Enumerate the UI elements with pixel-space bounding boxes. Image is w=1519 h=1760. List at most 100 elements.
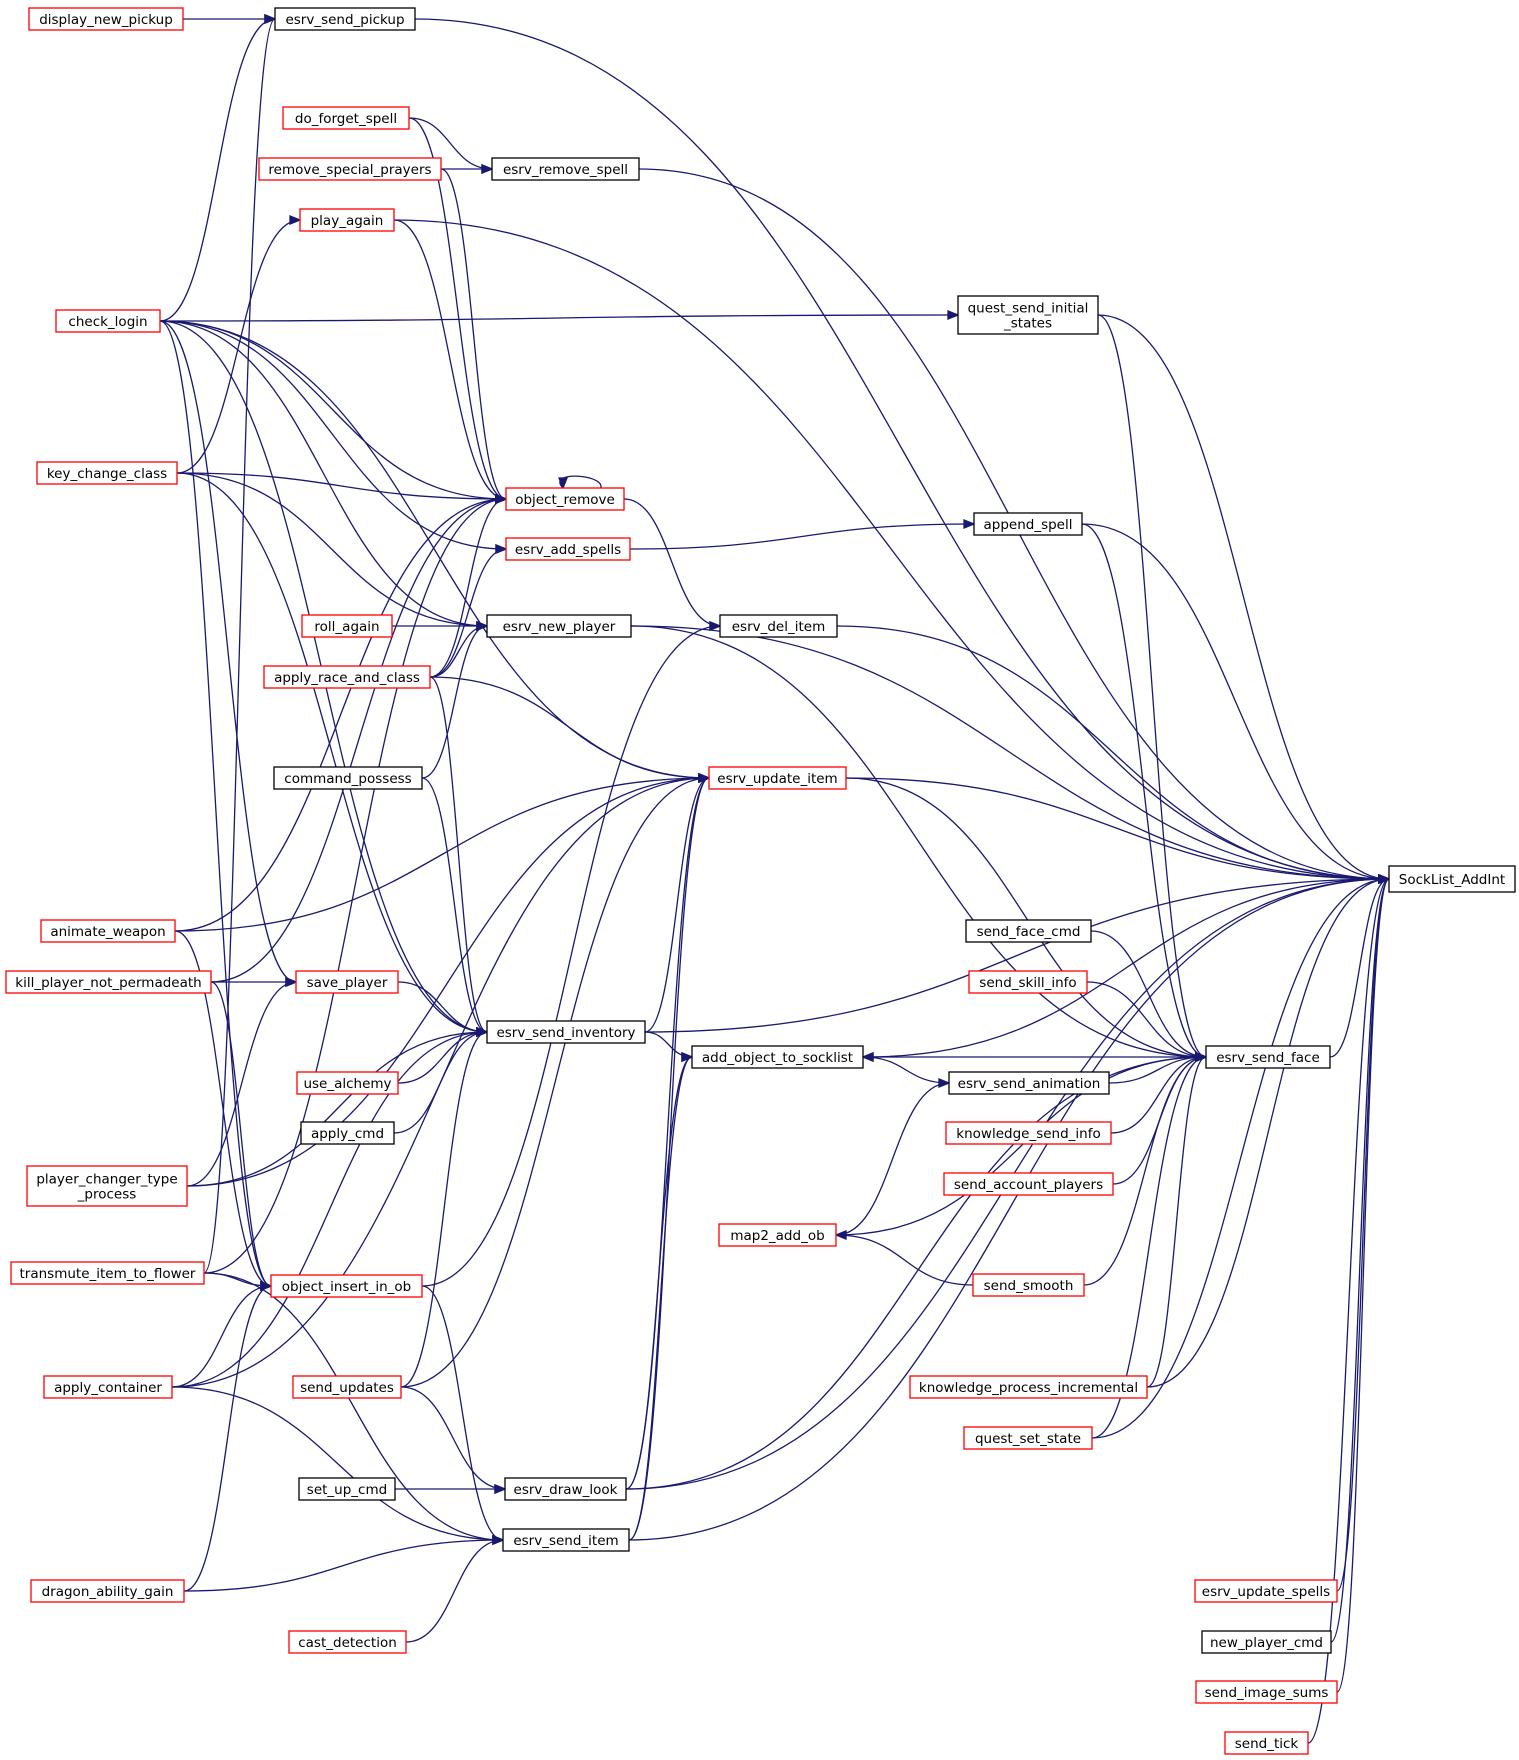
node-label: quest_send_initial: [968, 301, 1089, 317]
edge-remove_special_prayers-to-esrv_remove_spell: [440, 164, 494, 174]
node-command-possess[interactable]: command_possess: [273, 766, 423, 790]
edge-line: [1097, 314, 1207, 1058]
edge-line: [1086, 981, 1207, 1058]
node-key-change-class[interactable]: key_change_class: [36, 461, 178, 485]
node-esrv-send-inventory[interactable]: esrv_send_inventory: [486, 1020, 646, 1044]
node-label: set_up_cmd: [307, 1482, 387, 1498]
node-player-changer-type-process[interactable]: player_changer_type_process: [26, 1165, 188, 1207]
node-esrv-new-player[interactable]: esrv_new_player: [486, 614, 632, 638]
node-esrv-draw-look[interactable]: esrv_draw_look: [504, 1477, 627, 1501]
node-add-object-to-socklist[interactable]: add_object_to_socklist: [691, 1045, 864, 1069]
node-animate-weapon[interactable]: animate_weapon: [40, 919, 176, 943]
edge-line: [628, 1056, 693, 1541]
node-box: [963, 1426, 1093, 1450]
node-esrv-send-pickup[interactable]: esrv_send_pickup: [274, 7, 416, 31]
node-remove-special-prayers[interactable]: remove_special_prayers: [258, 157, 442, 181]
node-box: [965, 919, 1092, 943]
node-esrv-update-item[interactable]: esrv_update_item: [708, 766, 847, 790]
edge-arrowhead: [834, 1230, 847, 1240]
node-quest-set-state[interactable]: quest_set_state: [963, 1426, 1093, 1450]
edge-line: [159, 320, 488, 627]
edge-arrowhead: [947, 310, 960, 320]
node-check-login[interactable]: check_login: [55, 309, 161, 333]
edge-arrowhead: [1195, 1052, 1208, 1062]
edge-line: [1329, 878, 1390, 1058]
node-send-tick[interactable]: send_tick: [1224, 1731, 1309, 1755]
node-send-skill-info[interactable]: send_skill_info: [968, 970, 1088, 994]
node-esrv-add-spells[interactable]: esrv_add_spells: [505, 537, 631, 561]
node-cast-detection[interactable]: cast_detection: [288, 1630, 407, 1654]
edge-map2_add_ob-to-esrv_send_animation: [835, 1078, 951, 1236]
edge-arrowhead: [264, 14, 277, 24]
node-box: [282, 106, 410, 130]
node-apply-container[interactable]: apply_container: [43, 1375, 173, 1399]
node-label: send_face_cmd: [977, 924, 1081, 940]
node-send-account-players[interactable]: send_account_players: [943, 1172, 1114, 1196]
node-label: remove_special_prayers: [268, 162, 431, 178]
node-use-alchemy[interactable]: use_alchemy: [296, 1071, 399, 1095]
node-save-player[interactable]: save_player: [295, 970, 399, 994]
edge-key_change_class-to-play_again: [176, 215, 302, 474]
node-apply-cmd[interactable]: apply_cmd: [300, 1121, 395, 1145]
edge-line: [1091, 1056, 1207, 1439]
edge-arrowhead: [938, 1078, 951, 1088]
edge-line: [845, 777, 1390, 880]
node-send-face-cmd[interactable]: send_face_cmd: [965, 919, 1092, 943]
node-new-player-cmd[interactable]: new_player_cmd: [1201, 1630, 1332, 1654]
node-box: [295, 970, 399, 994]
node-label: esrv_remove_spell: [503, 162, 628, 178]
node-box: [504, 1477, 627, 1501]
node-apply-race-and-class[interactable]: apply_race_and_class: [263, 665, 431, 689]
edge-line: [203, 498, 507, 1274]
node-roll-again[interactable]: roll_again: [301, 614, 393, 638]
node-esrv-send-item[interactable]: esrv_send_item: [502, 1528, 630, 1552]
node-box: [273, 766, 423, 790]
edge-arrowhead: [861, 1052, 874, 1062]
node-object-insert-in-ob[interactable]: object_insert_in_ob: [270, 1274, 423, 1298]
node-kill-player-not-permadeath[interactable]: kill_player_not_permadeath: [5, 970, 212, 994]
node-label: use_alchemy: [303, 1076, 391, 1092]
edge-line: [440, 168, 507, 500]
node-quest-send-initial-states[interactable]: quest_send_initial_states: [957, 295, 1099, 335]
edge-arrowhead: [963, 519, 976, 529]
node-label: send_skill_info: [979, 975, 1076, 991]
edge-line: [629, 523, 975, 550]
node-esrv-update-spells[interactable]: esrv_update_spells: [1194, 1579, 1338, 1603]
node-box: [948, 1071, 1110, 1095]
edge-line: [171, 1285, 272, 1388]
node-SockList-AddInt[interactable]: SockList_AddInt: [1388, 865, 1516, 893]
node-esrv-send-animation[interactable]: esrv_send_animation: [948, 1071, 1110, 1095]
node-dragon-ability-gain[interactable]: dragon_ability_gain: [30, 1579, 185, 1603]
node-send-image-sums[interactable]: send_image_sums: [1195, 1680, 1338, 1704]
edge-line: [159, 320, 297, 983]
node-esrv-del-item[interactable]: esrv_del_item: [719, 614, 838, 638]
node-append-spell[interactable]: append_spell: [973, 512, 1083, 536]
node-label: send_image_sums: [1205, 1685, 1329, 1701]
node-label: apply_container: [54, 1380, 162, 1396]
node-box: [36, 461, 178, 485]
node-send-smooth[interactable]: send_smooth: [972, 1273, 1085, 1297]
edge-apply_container-to-esrv_send_inventory: [171, 1027, 489, 1388]
node-box: [301, 614, 393, 638]
node-box: [1201, 1630, 1332, 1654]
edge-line: [625, 1056, 693, 1490]
node-transmute-item-to-flower[interactable]: transmute_item_to_flower: [10, 1261, 205, 1285]
node-set-up-cmd[interactable]: set_up_cmd: [298, 1477, 396, 1501]
node-label: roll_again: [314, 619, 379, 635]
node-box: [486, 1020, 646, 1044]
node-esrv-send-face[interactable]: esrv_send_face: [1205, 1045, 1331, 1069]
node-send-updates[interactable]: send_updates: [292, 1375, 402, 1399]
edge-line: [630, 625, 1207, 1058]
node-knowledge-send-info[interactable]: knowledge_send_info: [945, 1121, 1112, 1145]
node-box: [270, 1274, 423, 1298]
node-display-new-pickup[interactable]: display_new_pickup: [28, 7, 184, 31]
node-knowledge-process-incremental[interactable]: knowledge_process_incremental: [909, 1375, 1148, 1399]
node-object-remove[interactable]: object_remove: [505, 487, 625, 511]
edge-line: [183, 1539, 504, 1592]
node-esrv-remove-spell[interactable]: esrv_remove_spell: [491, 157, 640, 181]
node-box: [292, 1375, 402, 1399]
node-play-again[interactable]: play_again: [299, 208, 395, 232]
node-map2-add-ob[interactable]: map2_add_ob: [718, 1223, 837, 1247]
node-do-forget-spell[interactable]: do_forget_spell: [282, 106, 410, 130]
